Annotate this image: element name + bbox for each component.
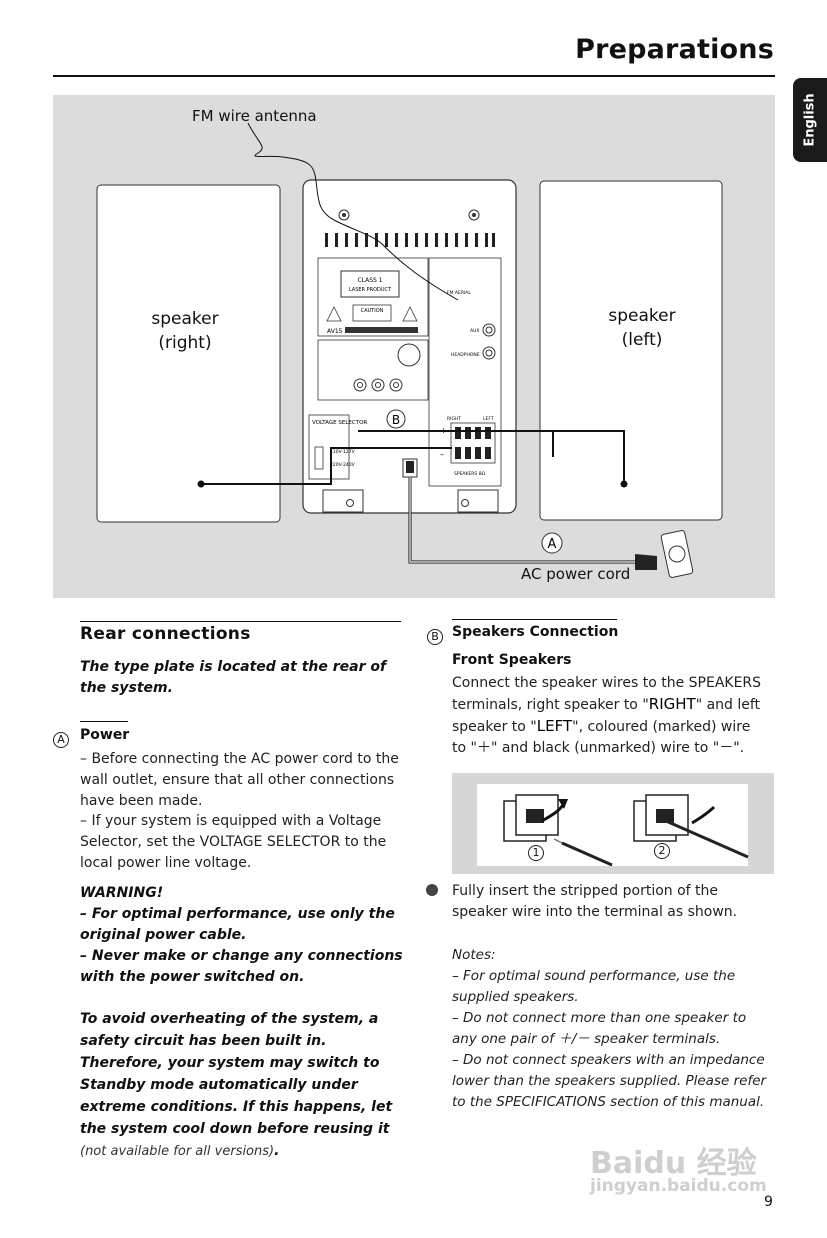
speaker-left-line2: (left) xyxy=(621,330,663,350)
rear-connection-figure: CLASS 1 LASER PRODUCT CAUTION AV15 VOLTA… xyxy=(53,95,775,598)
speakers-text: SPEAKERS 8Ω xyxy=(454,471,486,477)
overheat-end: . xyxy=(274,1143,280,1159)
ac-power-cord-label: AC power cord xyxy=(521,565,631,583)
aux-text: AUX xyxy=(470,328,479,334)
step-2-marker: 2 xyxy=(654,839,670,859)
language-tab-label: English xyxy=(802,93,818,147)
front-speakers-text: Connect the speaker wires to the SPEAKER… xyxy=(452,675,762,756)
fm-antenna-label: FM wire antenna xyxy=(192,107,317,125)
speaker-left-label: speaker (left) xyxy=(594,304,690,352)
terminal-diagram xyxy=(477,784,749,867)
speaker-left-box xyxy=(539,180,723,521)
page-title: Preparations xyxy=(575,34,774,65)
power-rule xyxy=(80,721,128,722)
terminal-insert-figure: 1 2 xyxy=(452,773,774,874)
overheat-paragraph: To avoid overheating of the system, a sa… xyxy=(80,1008,405,1162)
front-speakers-heading: Front Speakers xyxy=(452,652,572,668)
fm-aerial-text: FM AERIAL xyxy=(447,290,471,296)
power-item-1: – Before connecting the AC power cord to… xyxy=(80,751,399,809)
caution-text: CAUTION xyxy=(361,308,384,314)
right-word: RIGHT xyxy=(648,695,696,713)
marker-b-figure: B xyxy=(392,413,400,427)
insert-wire-instruction: Fully insert the stripped portion of the… xyxy=(452,883,738,920)
class1-text: CLASS 1 xyxy=(357,277,382,284)
note-1: – For optimal sound performance, use the… xyxy=(452,968,736,1005)
language-tab: English xyxy=(793,78,827,162)
speakers-connection-heading: Speakers Connection xyxy=(452,624,619,640)
rear-connections-heading: Rear connections xyxy=(80,624,251,644)
voltage-text: VOLTAGE SELECTOR xyxy=(312,420,367,426)
watermark-url: jingyan.baidu.com xyxy=(590,1176,767,1196)
rear-panel-diagram: CLASS 1 LASER PRODUCT CAUTION AV15 VOLTA… xyxy=(96,122,723,578)
v220-text: 220V-240V xyxy=(330,462,356,468)
note-2: – Do not connect more than one speaker t… xyxy=(452,1010,747,1047)
headphone-text: HEADPHONE xyxy=(451,352,480,358)
warning-title: WARNING! xyxy=(80,885,164,901)
power-item-2: – If your system is equipped with a Volt… xyxy=(80,813,387,871)
warning-2: – Never make or change any connections w… xyxy=(80,948,403,985)
notes-title: Notes: xyxy=(452,947,496,963)
speaker-left-line1: speaker xyxy=(608,306,676,326)
speaker-right-line2: (right) xyxy=(158,333,212,353)
left-text: LEFT xyxy=(483,416,494,422)
bullet-dot xyxy=(426,884,438,896)
warning-1: – For optimal performance, use only the … xyxy=(80,906,395,943)
speaker-right-label: speaker (right) xyxy=(139,307,231,355)
watermark-logo: Baidu 经验 xyxy=(590,1146,757,1181)
speakers-marker: B xyxy=(427,625,443,645)
laser-product-text: LASER PRODUCT xyxy=(349,287,392,293)
overheat-text: To avoid overheating of the system, a sa… xyxy=(80,1011,393,1137)
note-3: – Do not connect speakers with an impeda… xyxy=(452,1052,767,1110)
overheat-note: (not available for all versions) xyxy=(80,1144,275,1159)
right-heading-rule xyxy=(452,619,617,620)
left-word: LEFT xyxy=(536,717,573,735)
right-text: RIGHT xyxy=(447,416,461,422)
v110-text: 110V-127V xyxy=(330,449,356,455)
left-heading-rule xyxy=(80,621,401,622)
page-number: 9 xyxy=(764,1194,773,1210)
model-text: AV15 xyxy=(327,328,343,335)
speaker-right-box xyxy=(96,184,281,523)
speaker-right-line1: speaker xyxy=(151,309,219,329)
power-marker: A xyxy=(53,728,69,748)
type-plate-note: The type plate is located at the rear of… xyxy=(80,659,387,696)
svg-text:–: – xyxy=(440,450,444,459)
power-heading: Power xyxy=(80,727,130,743)
title-rule xyxy=(53,75,775,77)
marker-a-figure: A xyxy=(548,537,557,552)
step-1-marker: 1 xyxy=(528,841,544,861)
